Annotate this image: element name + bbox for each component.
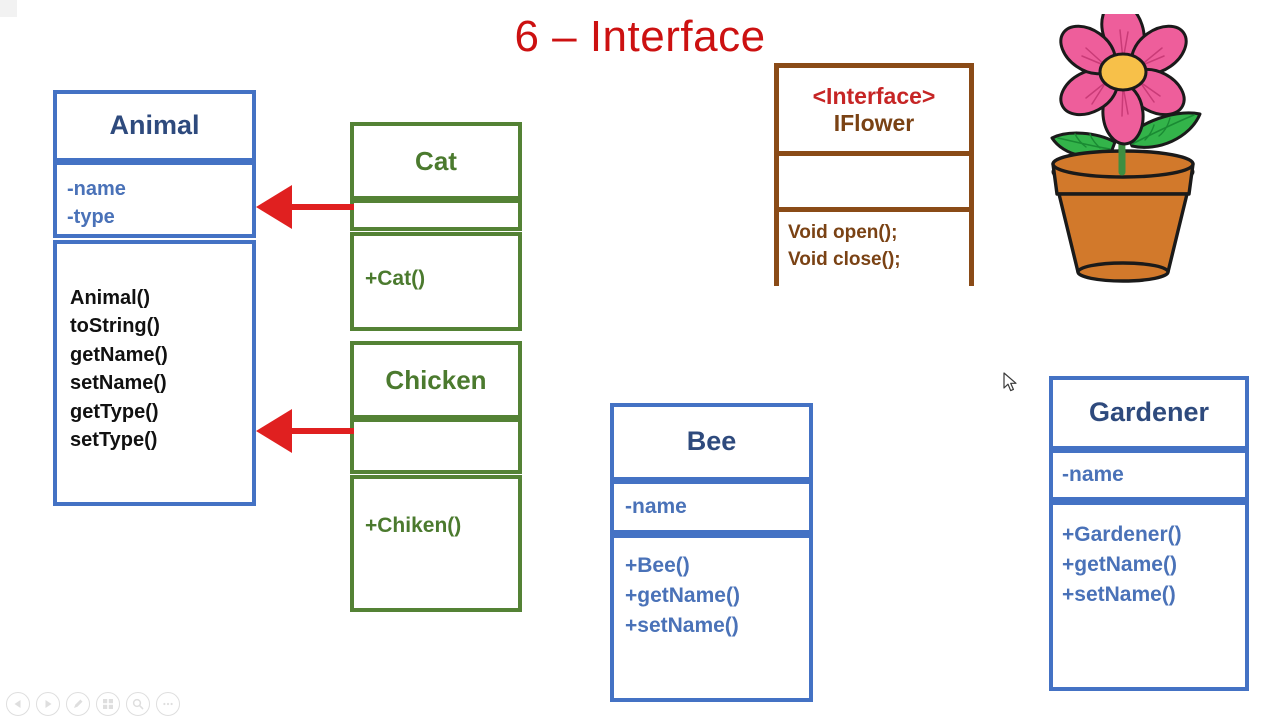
- uml-class-bee[interactable]: Bee -name +Bee() +getName() +setName(): [610, 403, 813, 702]
- potted-flower-illustration: [1020, 0, 1230, 289]
- chicken-method: +Chiken(): [365, 514, 462, 537]
- more-options-button[interactable]: [156, 692, 180, 716]
- animal-method: getType(): [70, 400, 159, 423]
- bee-method: +Bee(): [625, 554, 690, 577]
- cat-method: +Cat(): [365, 267, 426, 290]
- pen-icon: [74, 699, 83, 708]
- next-slide-button[interactable]: [36, 692, 60, 716]
- zoom-button[interactable]: [126, 692, 150, 716]
- animal-attribute: -type: [67, 206, 115, 229]
- compartment-divider: [779, 207, 969, 212]
- cursor-arrow-icon: [1003, 372, 1017, 392]
- pen-tool-button[interactable]: [66, 692, 90, 716]
- bee-attributes-compartment: -name: [610, 480, 813, 534]
- uml-class-gardener[interactable]: Gardener -name +Gardener() +getName() +s…: [1049, 376, 1249, 691]
- gardener-method: +setName(): [1062, 582, 1176, 606]
- bee-methods-compartment: +Bee() +getName() +setName(): [610, 534, 813, 702]
- generalization-arrow-chicken-to-animal: [256, 409, 354, 453]
- uml-class-cat[interactable]: Cat +Cat(): [350, 122, 522, 331]
- iflower-method: Void open();: [788, 222, 898, 243]
- page-title: 6 – Interface: [514, 12, 766, 61]
- cat-name-compartment: Cat: [350, 122, 522, 200]
- uml-class-animal[interactable]: Animal -name -type Animal() toString() g…: [53, 90, 256, 506]
- magnifier-icon: [132, 698, 144, 710]
- potted-flower-graphic: [1050, 0, 1202, 283]
- uml-class-chicken[interactable]: Chicken +Chiken(): [350, 341, 522, 612]
- gardener-attributes-compartment: -name: [1049, 449, 1249, 501]
- animal-attributes-compartment: -name -type: [53, 161, 256, 238]
- arrow-shaft: [288, 428, 354, 434]
- animal-method: Animal(): [70, 287, 150, 309]
- chicken-attributes-compartment: [350, 418, 522, 474]
- iflower-name-compartment: <Interface> IFlower: [779, 68, 969, 151]
- iflower-attributes-compartment: [779, 156, 969, 207]
- compartment-divider: [779, 151, 969, 156]
- animal-attribute: -name: [67, 178, 126, 200]
- corner-mark: [0, 0, 17, 17]
- bee-method: +setName(): [625, 613, 739, 637]
- chicken-methods-compartment: +Chiken(): [350, 475, 522, 612]
- previous-slide-button[interactable]: [6, 692, 30, 716]
- iflower-interface-name: IFlower: [833, 109, 915, 136]
- cat-class-name: Cat: [415, 145, 457, 176]
- animal-name-compartment: Animal: [53, 90, 256, 162]
- gardener-method: +Gardener(): [1062, 523, 1182, 546]
- ellipsis-icon: [163, 702, 173, 706]
- arrow-head-icon: [256, 185, 292, 229]
- bee-attribute: -name: [625, 495, 687, 519]
- animal-class-name: Animal: [109, 110, 200, 141]
- bee-method: +getName(): [625, 583, 740, 607]
- gardener-methods-compartment: +Gardener() +getName() +setName(): [1049, 501, 1249, 691]
- gardener-method: +getName(): [1062, 552, 1177, 576]
- gardener-name-compartment: Gardener: [1049, 376, 1249, 450]
- chicken-name-compartment: Chicken: [350, 341, 522, 419]
- all-slides-button[interactable]: [96, 692, 120, 716]
- bee-class-name: Bee: [686, 426, 737, 457]
- chicken-class-name: Chicken: [385, 364, 487, 395]
- animal-method: getName(): [70, 343, 168, 366]
- mouse-cursor: [1003, 372, 1019, 399]
- cat-methods-compartment: +Cat(): [350, 232, 522, 331]
- animal-method: toString(): [70, 315, 160, 338]
- triangle-right-icon: [45, 700, 52, 708]
- uml-interface-iflower[interactable]: <Interface> IFlower Void open(); Void cl…: [774, 63, 974, 286]
- bee-name-compartment: Bee: [610, 403, 813, 481]
- iflower-method: Void close();: [788, 248, 901, 270]
- animal-methods-compartment: Animal() toString() getName() setName() …: [53, 240, 256, 506]
- gardener-attribute: -name: [1062, 463, 1124, 487]
- gardener-class-name: Gardener: [1088, 397, 1210, 428]
- triangle-left-icon: [14, 700, 21, 708]
- animal-method: setType(): [70, 428, 158, 451]
- animal-method: setName(): [70, 372, 167, 395]
- arrow-head-icon: [256, 409, 292, 453]
- grid-icon: [103, 699, 113, 709]
- cat-attributes-compartment: [350, 199, 522, 231]
- iflower-stereotype: <Interface>: [812, 83, 936, 110]
- iflower-methods-compartment: Void open(); Void close();: [779, 212, 969, 286]
- generalization-arrow-cat-to-animal: [256, 185, 354, 229]
- presentation-player-toolbar[interactable]: [6, 692, 180, 716]
- arrow-shaft: [288, 204, 354, 210]
